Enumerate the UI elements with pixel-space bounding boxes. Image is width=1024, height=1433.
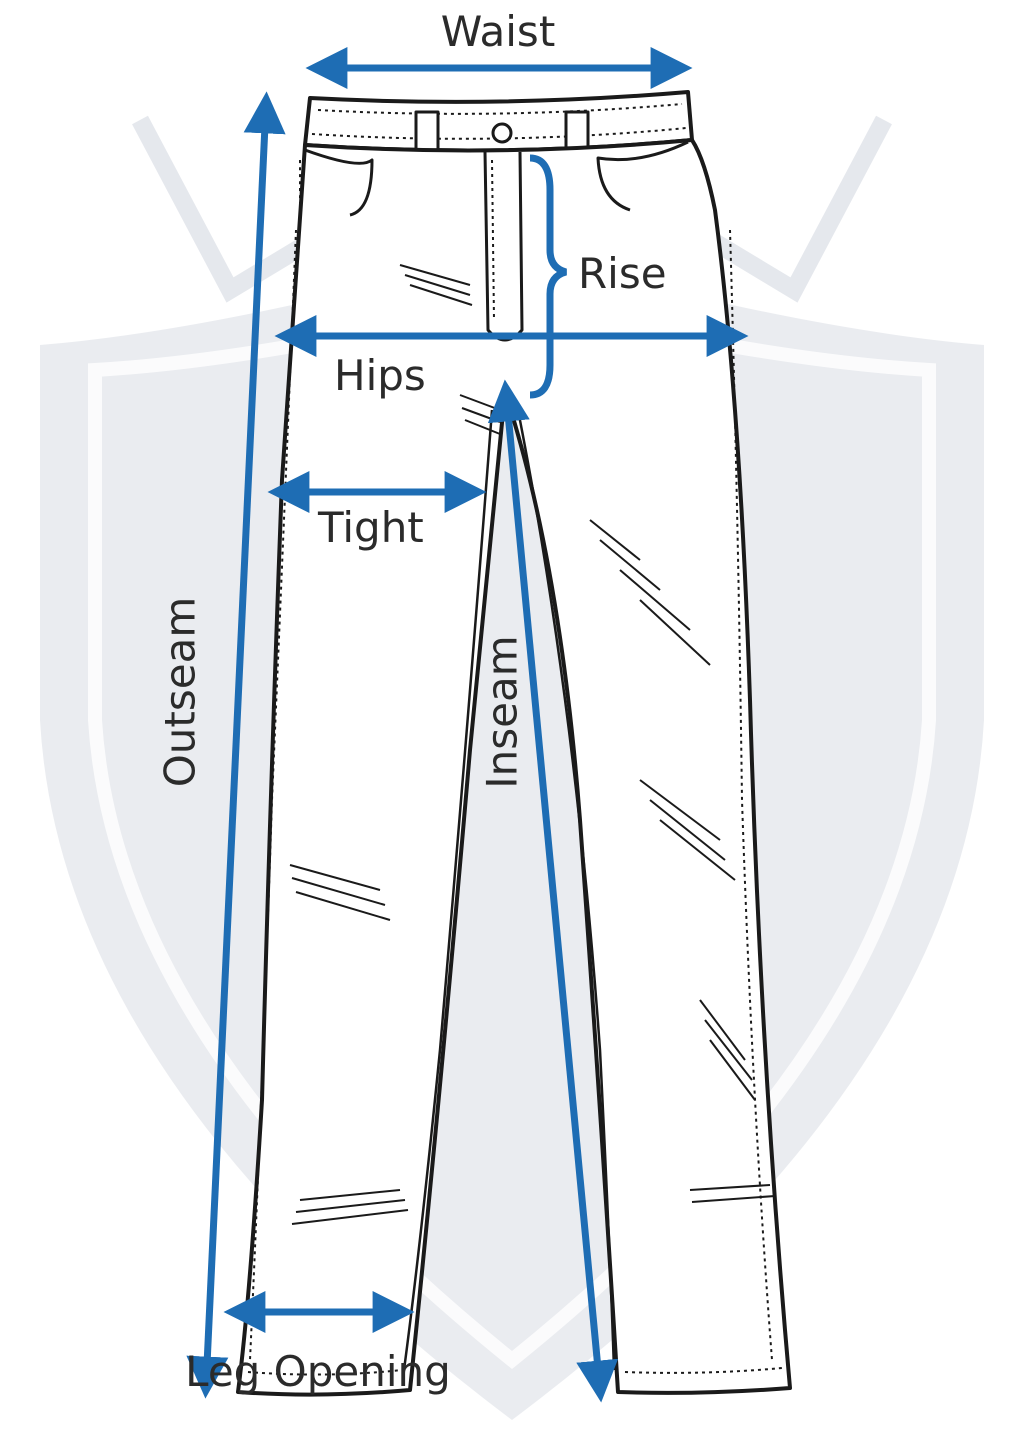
pocket-left xyxy=(304,148,374,217)
hips-label: Hips xyxy=(334,351,426,400)
inseam-arrow xyxy=(487,379,619,1403)
measurement-labels: Waist Rise Hips Tight Outseam Inseam Leg… xyxy=(156,7,667,1396)
measurement-arrows xyxy=(186,47,749,1403)
waist-label: Waist xyxy=(441,7,556,56)
leg-opening-label: Leg Opening xyxy=(185,1347,451,1396)
outseam-label: Outseam xyxy=(156,597,205,788)
outseam-arrow xyxy=(186,91,286,1399)
pocket-right xyxy=(596,140,689,212)
tight-label: Tight xyxy=(317,503,424,552)
rise-bracket xyxy=(529,154,568,399)
rise-label: Rise xyxy=(578,249,667,298)
button xyxy=(491,122,513,144)
inseam-label: Inseam xyxy=(478,635,527,788)
